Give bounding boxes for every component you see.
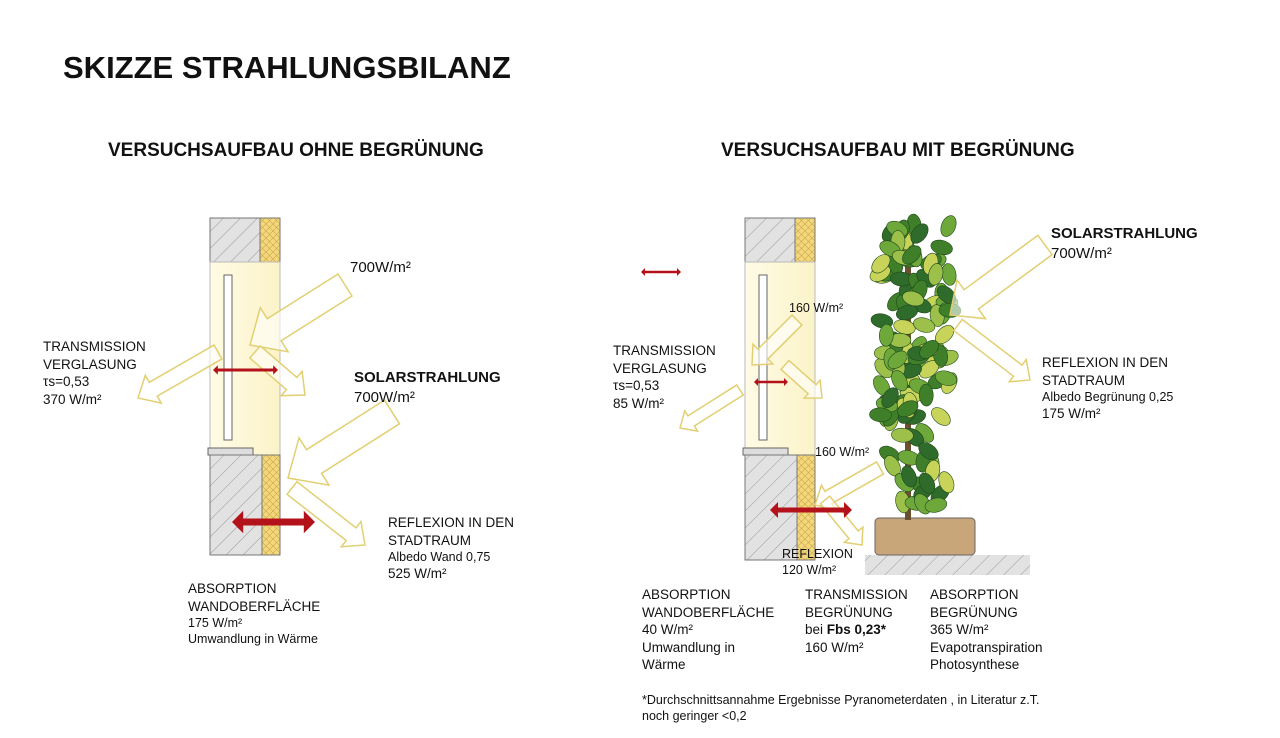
leaf <box>871 254 891 274</box>
incoming-radiation-value: 700W/m² <box>350 259 411 276</box>
transmission-arrow <box>137 344 224 405</box>
wall-reflection-arrow <box>286 480 366 548</box>
leaf <box>879 323 894 347</box>
footnote: *Durchschnittsannahme Ergebnisse Pyranom… <box>642 693 1040 724</box>
leaf <box>928 263 944 286</box>
glass-reflection-arrow <box>248 344 306 397</box>
leaf <box>891 427 914 443</box>
leaf <box>918 472 936 494</box>
lower-160-value: 160 W/m² <box>815 445 870 459</box>
legend-heat-arrow <box>641 268 681 276</box>
leaf <box>913 317 936 333</box>
page-title: SKIZZE STRAHLUNGSBILANZ <box>63 50 511 85</box>
incoming-arrow-lower <box>287 399 401 487</box>
leaf <box>891 370 908 392</box>
leaf <box>938 471 955 494</box>
leaf <box>902 290 925 307</box>
upper-160-value: 160 W/m² <box>789 301 844 315</box>
heat-arrow-wall <box>232 510 315 534</box>
incoming-arrow-upper <box>249 272 353 353</box>
leaf <box>910 223 929 244</box>
leaf <box>931 407 951 426</box>
incoming-arrow-right <box>949 234 1054 320</box>
glass-reflection-arrow-right <box>779 359 823 399</box>
leaf <box>887 350 908 369</box>
transmitted-arrow-window <box>751 313 804 366</box>
leaf <box>930 239 953 256</box>
leaf <box>896 304 919 321</box>
leaf <box>940 215 957 237</box>
greening-reflection-arrow <box>952 318 1031 383</box>
heat-arrow-window <box>213 365 278 375</box>
leaf <box>918 383 934 407</box>
heading-without-greening: VERSUCHSAUFBAU OHNE BEGRÜNUNG <box>108 140 484 161</box>
climbing-plant <box>869 213 962 520</box>
leaf <box>919 340 939 359</box>
wall-section-left <box>207 217 281 556</box>
leaf <box>901 465 917 488</box>
leaf <box>897 400 919 418</box>
planter <box>874 517 976 556</box>
heading-with-greening: VERSUCHSAUFBAU MIT BEGRÜNUNG <box>721 140 1075 161</box>
transmission-arrow-right <box>679 383 745 433</box>
leaf <box>924 497 948 513</box>
leaf <box>918 442 939 461</box>
heat-arrow-window-right <box>754 378 788 386</box>
leaf <box>902 245 922 265</box>
heat-arrow-wall-right <box>770 502 852 518</box>
leaf <box>934 370 958 386</box>
leaf <box>881 387 899 409</box>
leaf <box>869 407 892 423</box>
ground <box>865 555 1030 575</box>
wall-reflection-arrow-right <box>819 495 864 546</box>
